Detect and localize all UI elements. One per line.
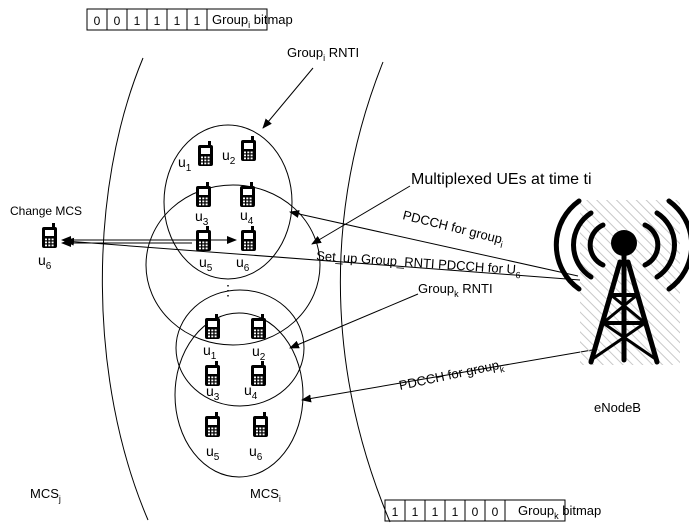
arrow-icon — [289, 293, 419, 349]
arrow-icon — [311, 185, 411, 245]
mcs-boundary-left — [101, 57, 149, 521]
user-label: u5 — [199, 254, 213, 274]
phone-icon — [240, 182, 255, 207]
user-label: u2 — [252, 343, 266, 363]
bitmap-k-bit: 1 — [452, 505, 459, 519]
group-k-bitmap-label: Groupk bitmap — [518, 503, 601, 521]
user-label: u1 — [178, 154, 192, 174]
pdcch-group-i-label: PDCCH for groupi — [401, 207, 506, 250]
pdcch-group-k-label: PDCCH for groupk — [398, 356, 506, 396]
mcs-boundary-right — [339, 61, 391, 523]
bitmap-k-bit: 1 — [432, 505, 439, 519]
multiplexed-ues-label: Multiplexed UEs at time ti — [411, 171, 592, 188]
group-k-ellipse-lower — [174, 312, 304, 478]
phone-icon — [241, 136, 256, 161]
enodeb-label: eNodeB — [594, 400, 641, 415]
user-label-outside: u6 — [38, 252, 52, 272]
bitmap-i-bit: 1 — [154, 14, 161, 28]
bitmap-k-bit: 1 — [392, 505, 399, 519]
group-i-bitmap-label: Groupi bitmap — [212, 12, 293, 30]
bitmap-i-bit: 1 — [134, 14, 141, 28]
phone-icon — [253, 412, 268, 437]
mcs-j-label: MCSj — [30, 486, 61, 504]
bitmap-i-bit: 1 — [174, 14, 181, 28]
phone-icon — [42, 223, 57, 248]
tower-icon — [588, 230, 660, 365]
phone-icon — [251, 361, 266, 386]
phone-icon — [205, 361, 220, 386]
mcs-i-label: MCSi — [250, 486, 281, 504]
group-k-bitmap: 1 1 1 1 0 0 Groupk bitmap — [384, 499, 601, 522]
user-label: u3 — [206, 383, 220, 403]
radio-wave-icon — [553, 198, 689, 292]
phone-icon — [251, 314, 266, 339]
bitmap-i-bit: 1 — [194, 14, 201, 28]
user-label: u1 — [203, 342, 217, 362]
phone-icon — [196, 182, 211, 207]
group-i-ellipse-upper — [163, 124, 293, 280]
arrow-icon — [64, 237, 581, 281]
phone-icon — [241, 226, 256, 251]
ellipsis-text: ⋮ — [221, 282, 235, 298]
group-i-rnti-label: Groupi RNTI — [287, 45, 359, 63]
bitmap-k-bit: 0 — [492, 505, 499, 519]
phones — [42, 136, 268, 437]
change-mcs-label: Change MCS — [10, 204, 82, 218]
bitmap-i-bit: 0 — [114, 14, 121, 28]
phone-icon — [205, 314, 220, 339]
arrow-icon — [289, 210, 579, 277]
arrow-icon — [262, 67, 314, 129]
group-k-ellipse-upper — [175, 289, 305, 407]
setup-group-rnti-label: Set_up Group_RNTI PDCCH for U6 — [316, 248, 522, 280]
user-label: u4 — [244, 382, 258, 402]
user-label: u5 — [206, 443, 220, 463]
user-label: u2 — [222, 147, 236, 167]
bitmap-k-bit: 1 — [412, 505, 419, 519]
group-i-ellipse-lower — [145, 184, 321, 346]
group-k-rnti-label: Groupk RNTI — [418, 281, 493, 299]
phone-icon — [196, 226, 211, 251]
user-labels: u1 u2 u3 u4 u5 u6 u1 u2 u3 u4 u5 u6 u6 — [38, 147, 266, 463]
user-label: u4 — [240, 207, 254, 227]
phone-icon — [205, 412, 220, 437]
phone-icon — [198, 141, 213, 166]
group-i-bitmap: 0 0 1 1 1 1 Groupi bitmap — [86, 8, 293, 31]
bitmap-i-bit: 0 — [94, 14, 101, 28]
bitmap-k-bit: 0 — [472, 505, 479, 519]
arrow-icon — [301, 349, 593, 403]
user-label: u3 — [195, 208, 209, 228]
user-label: u6 — [249, 443, 263, 463]
user-label: u6 — [236, 254, 250, 274]
